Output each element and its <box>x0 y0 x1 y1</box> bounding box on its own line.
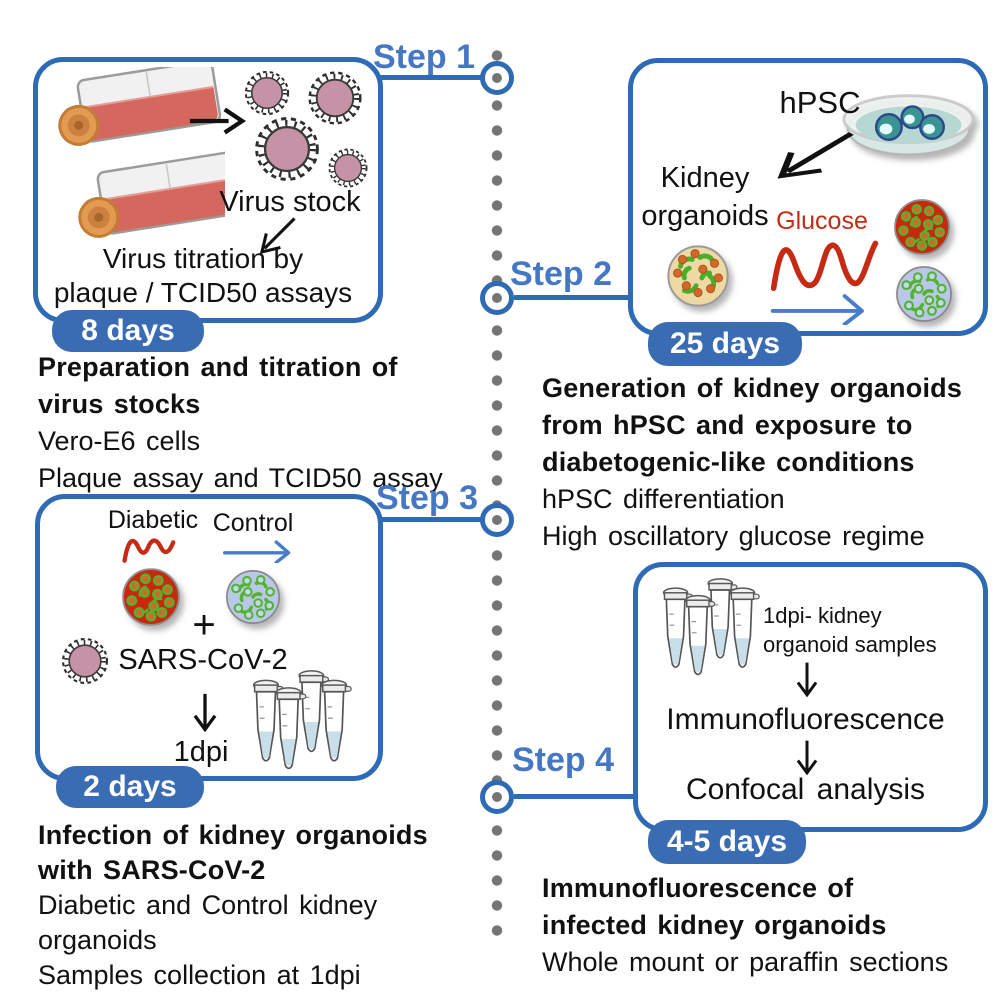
hpsc-label: hPSC <box>779 85 861 120</box>
confocal-analysis-label: Confocal analysis <box>685 773 926 806</box>
control-organoid-icon <box>664 242 732 310</box>
samples-label-line: 1dpi- kidney <box>763 603 882 628</box>
culture-flasks-icon <box>58 67 225 238</box>
step1-panel: Virus stock Virus titration by plaque / … <box>33 57 383 323</box>
step1-caption: Preparation and titration of virus stock… <box>38 349 443 497</box>
virus-icon <box>251 113 323 185</box>
step3-caption: Infection of kidney organoids with SARS-… <box>38 818 428 993</box>
arrow-right-blue-icon <box>223 540 291 563</box>
samples-label: 1dpi- kidney organoid samples <box>763 601 937 659</box>
titration-label: plaque / TCID50 assays <box>53 277 353 308</box>
arrow-right-blue-icon <box>770 294 864 325</box>
step2-caption: Generation of kidney organoids from hPSC… <box>542 370 962 555</box>
titration-label: Virus titration by <box>102 243 304 274</box>
step3-caption-title: with SARS-CoV-2 <box>38 855 266 885</box>
step2-label: Step 2 <box>510 255 613 293</box>
step2-node <box>480 281 514 315</box>
step2-panel: hPSC Kidney organoids Glucose <box>628 58 988 336</box>
step3-duration-badge: 2 days <box>56 766 204 808</box>
step1-connector <box>358 75 483 80</box>
step2-connector <box>514 295 633 300</box>
step1-caption-title: virus stocks <box>38 389 201 419</box>
kidney-organoids-label: Kidney organoids <box>635 159 775 235</box>
glucose-wave-icon <box>770 240 879 292</box>
step4-caption-title: Immunofluorescence of <box>542 873 854 903</box>
arrow-right-icon <box>189 107 246 135</box>
control-label: Control <box>212 509 294 537</box>
petri-dish-icon <box>842 94 975 156</box>
step2-caption-title: from hPSC and exposure to <box>542 410 913 440</box>
arrow-down-icon <box>193 693 217 733</box>
plus-sign: + <box>192 603 216 647</box>
sars-cov-2-label: SARS-CoV-2 <box>118 644 288 676</box>
step1-caption-title: Preparation and titration of <box>38 352 398 382</box>
step3-caption-title: Infection of kidney organoids <box>38 820 428 850</box>
step2-duration-badge: 25 days <box>648 322 802 366</box>
kidney-organoids-label-line: organoids <box>641 200 769 232</box>
step4-caption-title: infected kidney organoids <box>542 910 887 940</box>
step1-caption-line: Vero-E6 cells <box>38 426 201 456</box>
step4-caption: Immunofluorescence of infected kidney or… <box>542 870 948 981</box>
virus-icon <box>242 68 292 118</box>
diabetic-organoid-icon <box>121 567 181 627</box>
step4-duration-badge: 4-5 days <box>648 820 806 864</box>
glucose-wave-small-icon <box>122 538 176 563</box>
step1-node <box>480 61 514 95</box>
step3-caption-line: Diabetic and Control kidney <box>38 890 378 920</box>
step3-label: Step 3 <box>375 479 478 517</box>
glucose-label: Glucose <box>776 207 868 235</box>
step3-caption-line: Samples collection at 1dpi <box>38 960 361 990</box>
control-organoid-icon <box>895 265 953 323</box>
step4-node <box>480 780 514 814</box>
samples-label-line: organoid samples <box>763 632 937 657</box>
step4-panel: 1dpi- kidney organoid samples Immunofluo… <box>633 562 988 832</box>
timeline-dotted-line <box>491 43 503 940</box>
step4-caption-line: Whole mount or paraffin sections <box>542 947 949 977</box>
step2-caption-line: hPSC differentiation <box>542 484 785 514</box>
control-organoid-icon <box>225 569 281 625</box>
step3-node <box>480 503 514 537</box>
step2-caption-title: Generation of kidney organoids <box>542 373 963 403</box>
virus-icon <box>327 147 369 189</box>
immunofluorescence-label: Immunofluorescence <box>666 703 945 736</box>
step1-caption-line: Plaque assay and TCID50 assay <box>38 463 443 493</box>
step4-connector <box>514 794 636 799</box>
step3-connector <box>360 517 482 522</box>
virus-stock-label: Virus stock <box>219 186 361 218</box>
step1-duration-badge: 8 days <box>52 310 204 352</box>
microtubes-icon <box>246 669 356 775</box>
step1-label: Step 1 <box>372 38 475 76</box>
kidney-organoids-label-line: Kidney <box>660 162 750 194</box>
diabetic-organoid-icon <box>893 198 951 256</box>
arrow-down-icon <box>796 662 818 698</box>
step3-caption-line: organoids <box>38 925 157 955</box>
step4-label: Step 4 <box>512 741 615 779</box>
step2-caption-title: diabetogenic-like conditions <box>542 447 915 477</box>
microtubes-icon <box>656 577 764 681</box>
arrow-down-left-icon <box>259 217 296 255</box>
arrow-down-icon <box>796 740 818 776</box>
step2-caption-line: High oscillatory glucose regime <box>542 521 925 551</box>
diabetic-label: Diabetic <box>107 506 199 534</box>
step3-panel: Diabetic Control + SARS-CoV-2 1dpi <box>35 494 383 781</box>
arrow-down-left-icon <box>777 132 854 179</box>
dpi-label: 1dpi <box>173 736 229 768</box>
